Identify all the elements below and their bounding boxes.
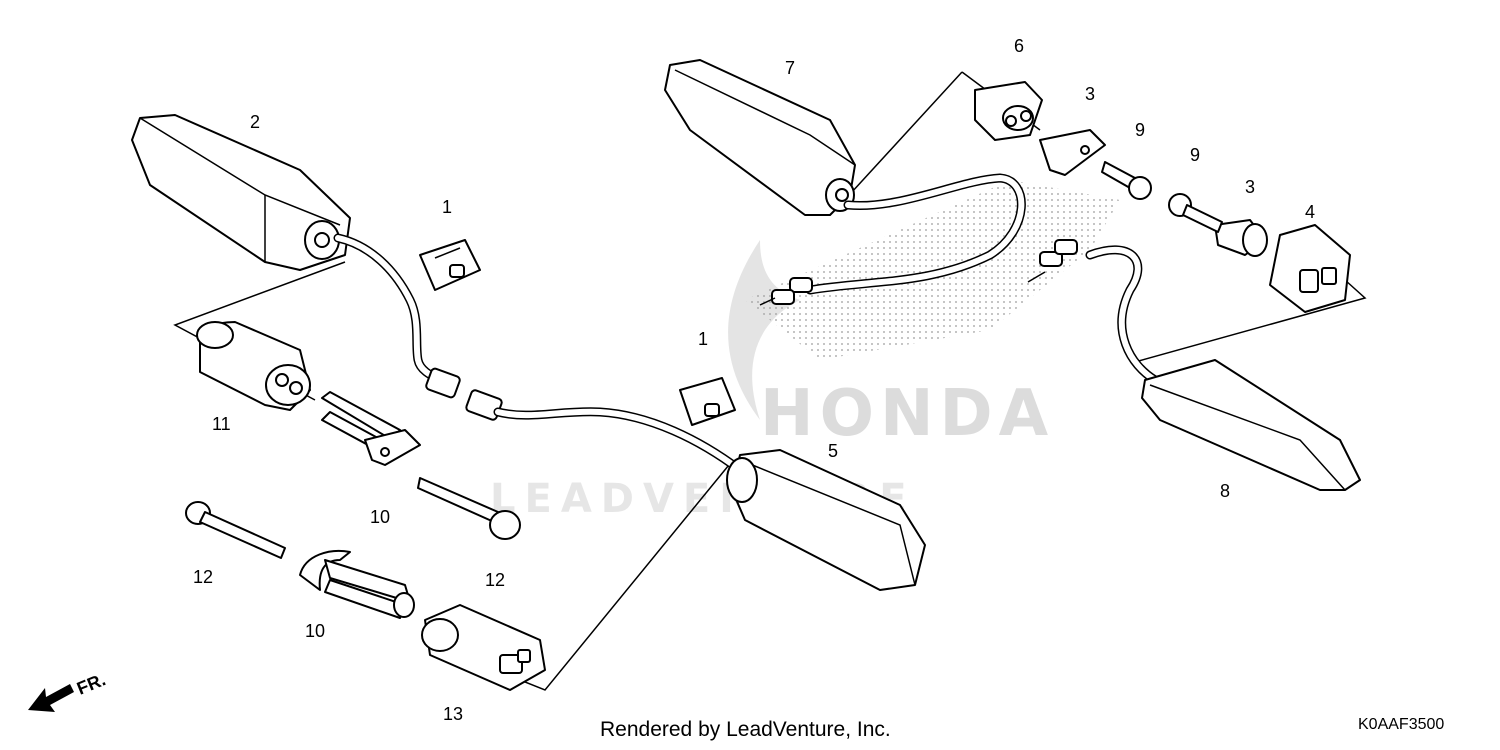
stay-3-right	[1214, 219, 1268, 257]
callout-8: 8	[1220, 481, 1230, 501]
callout-9: 9	[1190, 145, 1200, 165]
callout-3: 3	[1245, 177, 1255, 197]
stay-3-left	[1039, 129, 1106, 176]
callout-10: 10	[305, 621, 325, 641]
direction-label: FR.	[74, 669, 108, 698]
bolt-9-right	[1168, 193, 1223, 233]
callouts: 1 1 2 3 3 4 5 6 7 8 9 9 10 10 11 12 12 1…	[193, 36, 1315, 724]
callout-5: 5	[828, 441, 838, 461]
cable-left	[333, 233, 503, 421]
callout-6: 6	[1014, 36, 1024, 56]
collar-10-lower	[299, 549, 415, 619]
callout-12: 12	[193, 567, 213, 587]
callout-1: 1	[698, 329, 708, 349]
honda-wing-logo	[728, 240, 800, 420]
turn-signal-lens-7	[664, 59, 856, 216]
watermark-brand: HONDA	[760, 377, 1054, 451]
turn-signal-lens-2	[131, 114, 351, 271]
front-direction-indicator: FR.	[28, 669, 108, 712]
shading	[745, 180, 1120, 360]
callout-3: 3	[1085, 84, 1095, 104]
callout-7: 7	[785, 58, 795, 78]
render-credit: Rendered by LeadVenture, Inc.	[600, 718, 891, 741]
grommet-6	[974, 81, 1043, 141]
bolt-9-left	[1101, 161, 1152, 200]
cable-right	[493, 407, 745, 475]
bolt-12-left	[185, 501, 286, 559]
turn-signal-lens-8	[1027, 239, 1361, 491]
diagram-code: K0AAF3500	[1358, 716, 1445, 733]
callout-1: 1	[442, 197, 452, 217]
arrow-icon	[28, 684, 74, 712]
turn-signal-lens-5	[726, 449, 926, 591]
clip-1-left	[419, 239, 481, 291]
rubber-mount-11	[196, 321, 311, 411]
callout-4: 4	[1305, 202, 1315, 222]
callout-12: 12	[485, 570, 505, 590]
collar-10-upper	[321, 391, 421, 466]
bolt-12-right	[417, 477, 521, 540]
callout-10: 10	[370, 507, 390, 527]
callout-9: 9	[1135, 120, 1145, 140]
socket-4	[1269, 224, 1351, 313]
clip-1-right	[679, 377, 736, 426]
cable-rear-left	[759, 173, 1026, 306]
callout-13: 13	[443, 704, 463, 724]
socket-13	[421, 604, 546, 691]
callout-2: 2	[250, 112, 260, 132]
callout-11: 11	[212, 414, 231, 434]
